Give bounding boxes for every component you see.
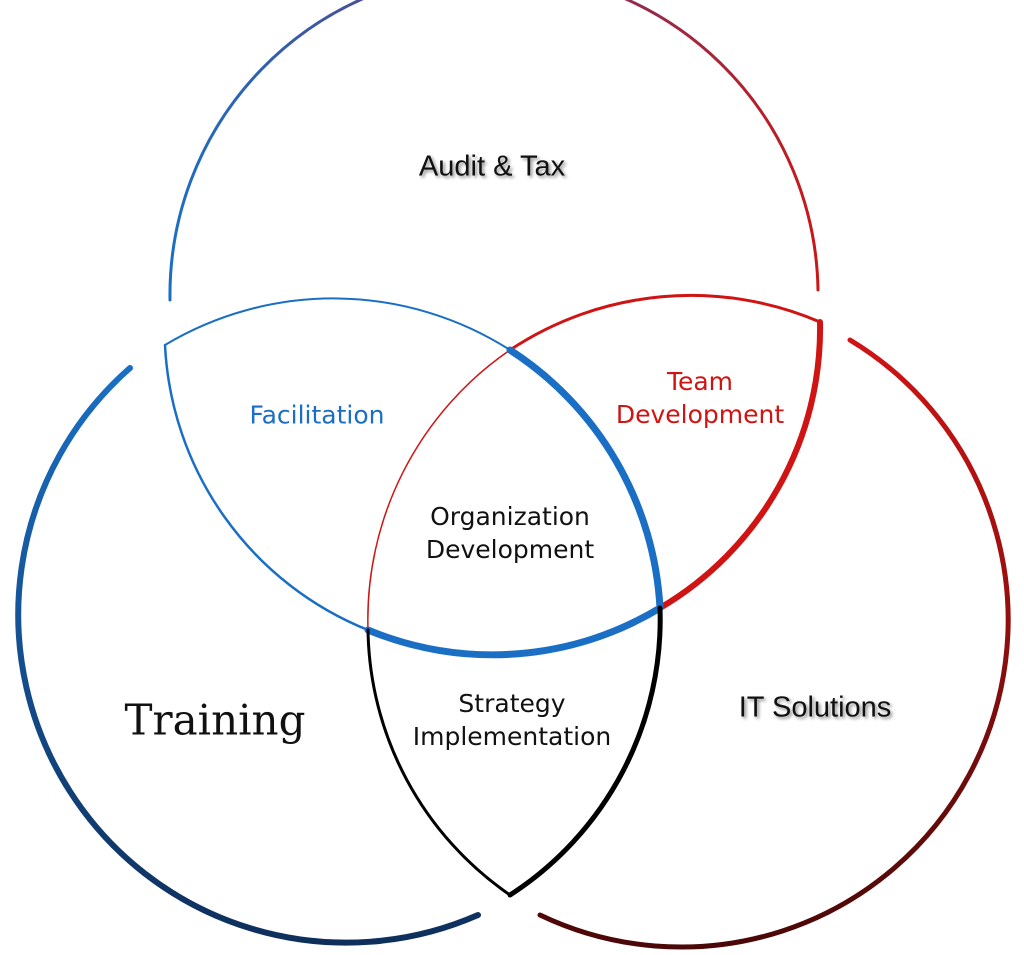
organization-development-label: Organization Development xyxy=(426,500,594,566)
training-label: Training xyxy=(124,695,306,745)
team-development-line-2: Development xyxy=(615,400,785,429)
organization-development-line-1: Organization xyxy=(430,502,590,531)
center-left-arc xyxy=(367,349,511,631)
it-solutions-label: IT Solutions xyxy=(738,691,892,724)
center-right-arc xyxy=(506,346,664,612)
facilitation-lens-left-arc xyxy=(163,343,370,632)
strategy-lens-right-arc xyxy=(507,605,663,898)
strategy-implementation-label: Strategy Implementation xyxy=(413,687,612,753)
audit-tax-label: Audit & Tax xyxy=(418,150,566,183)
strategy-implementation-line-1: Strategy xyxy=(458,689,566,718)
strategy-lens-left-arc xyxy=(366,628,512,897)
facilitation-label: Facilitation xyxy=(249,400,385,430)
strategy-implementation-line-2: Implementation xyxy=(412,722,612,751)
center-bottom-arc xyxy=(364,604,664,659)
team-development-line-1: Team xyxy=(666,367,734,396)
facilitation-lens-top-arc xyxy=(164,297,511,351)
audit-tax-circle-outline xyxy=(168,0,820,302)
team-development-top-arc xyxy=(508,293,822,352)
it-solutions-circle-outline xyxy=(537,337,1011,950)
training-circle-outline xyxy=(15,365,481,946)
organization-development-line-2: Development xyxy=(425,535,595,564)
team-development-right-arc xyxy=(657,319,824,611)
team-development-label: Team Development xyxy=(616,365,784,431)
